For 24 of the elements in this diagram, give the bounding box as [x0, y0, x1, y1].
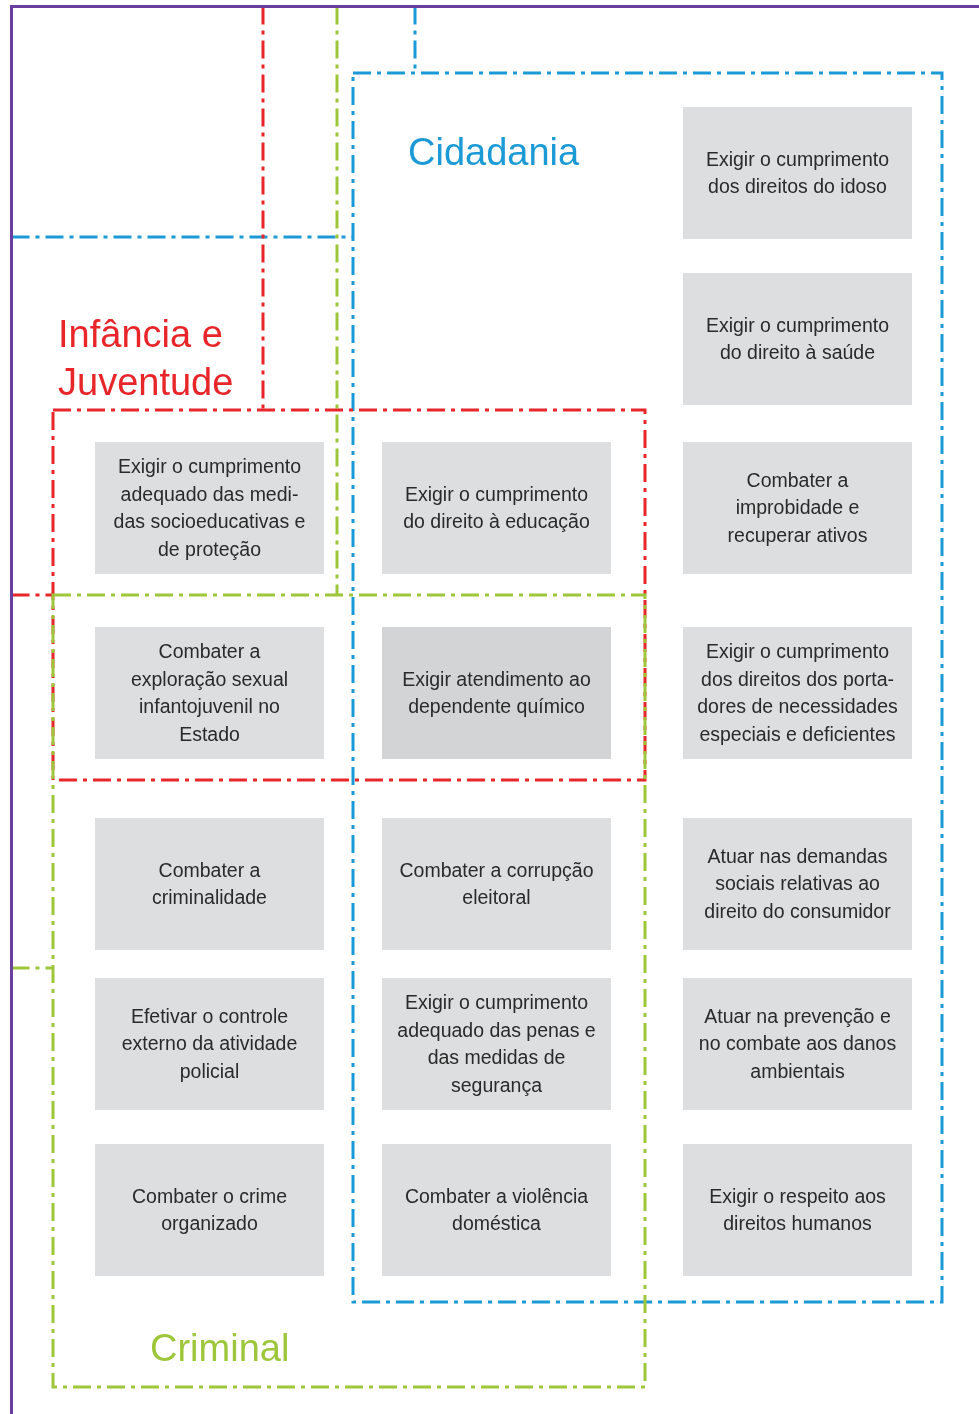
task-box: Exigir o cumprimento adequado das medi-das socioeducativas e de proteção [95, 442, 324, 574]
dash-dot-connector [11, 966, 53, 970]
task-box: Combater a improbidade e recuperar ativos [683, 442, 912, 574]
task-box: Combater o crime organizado [95, 1144, 324, 1276]
task-box: Exigir atendimento ao dependente químico [382, 627, 611, 759]
task-box: Exigir o cumprimento dos direitos dos porta-dores de necessidades especiais e deficientes [683, 627, 912, 759]
group-heading: Criminal [150, 1326, 290, 1371]
task-box: Atuar nas demandas sociais relativas ao direito do consumidor [683, 818, 912, 950]
task-box: Exigir o cumprimento adequado das penas e das medidas de segurança [382, 978, 611, 1110]
task-box: Combater a corrupção eleitoral [382, 818, 611, 950]
task-box: Exigir o cumprimento do direito à saúde [683, 273, 912, 405]
task-box: Combater a violência doméstica [382, 1144, 611, 1276]
dash-dot-connector [261, 6, 265, 410]
task-box: Exigir o cumprimento do direito à educação [382, 442, 611, 574]
group-heading: Infância e Juventude [58, 312, 235, 405]
group-heading: Cidadania [408, 130, 580, 175]
task-box: Exigir o respeito aos direitos humanos [683, 1144, 912, 1276]
task-box: Combater a exploração sexual infantojuvenil no Estado [95, 627, 324, 759]
task-box: Exigir o cumprimento dos direitos do idoso [683, 107, 912, 239]
task-box: Efetivar o controle externo da atividade policial [95, 978, 324, 1110]
task-box: Combater a criminalidade [95, 818, 324, 950]
dash-dot-connector [335, 6, 339, 595]
dash-dot-connector [11, 593, 53, 597]
task-box: Atuar na prevenção e no combate aos danos ambientais [683, 978, 912, 1110]
